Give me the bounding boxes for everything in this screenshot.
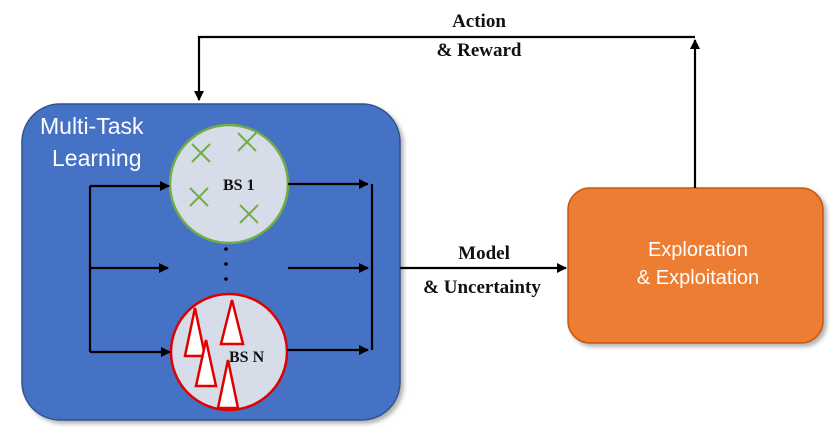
bsn-label: BS N bbox=[229, 349, 265, 366]
reward-label: & Reward bbox=[437, 40, 522, 61]
exploration-label-line2: & Exploitation bbox=[637, 267, 759, 289]
x-marker-icon bbox=[191, 143, 211, 163]
model-label: Model bbox=[458, 243, 510, 264]
multi-task-label-line1: Multi-Task bbox=[40, 113, 144, 139]
triangle-marker-icon bbox=[216, 359, 240, 410]
bs1-label: BS 1 bbox=[223, 177, 255, 194]
internal-arrows bbox=[88, 179, 374, 357]
x-marker-icon bbox=[239, 204, 259, 224]
bsn-triangle-markers bbox=[183, 299, 245, 410]
exploration-label-line1: Exploration bbox=[648, 239, 748, 261]
uncertainty-label: & Uncertainty bbox=[423, 277, 541, 298]
triangle-marker-icon bbox=[194, 339, 218, 388]
bs1-x-markers bbox=[189, 132, 259, 224]
ellipsis-dots bbox=[224, 247, 228, 281]
triangle-marker-icon bbox=[183, 307, 207, 358]
multi-task-label-line2: Learning bbox=[52, 145, 142, 171]
x-marker-icon bbox=[189, 187, 209, 207]
x-marker-icon bbox=[237, 132, 257, 152]
action-label: Action bbox=[452, 11, 506, 32]
triangle-marker-icon bbox=[219, 299, 245, 346]
exploration-exploitation-box bbox=[567, 187, 824, 344]
action-reward-return-line bbox=[194, 35, 695, 101]
